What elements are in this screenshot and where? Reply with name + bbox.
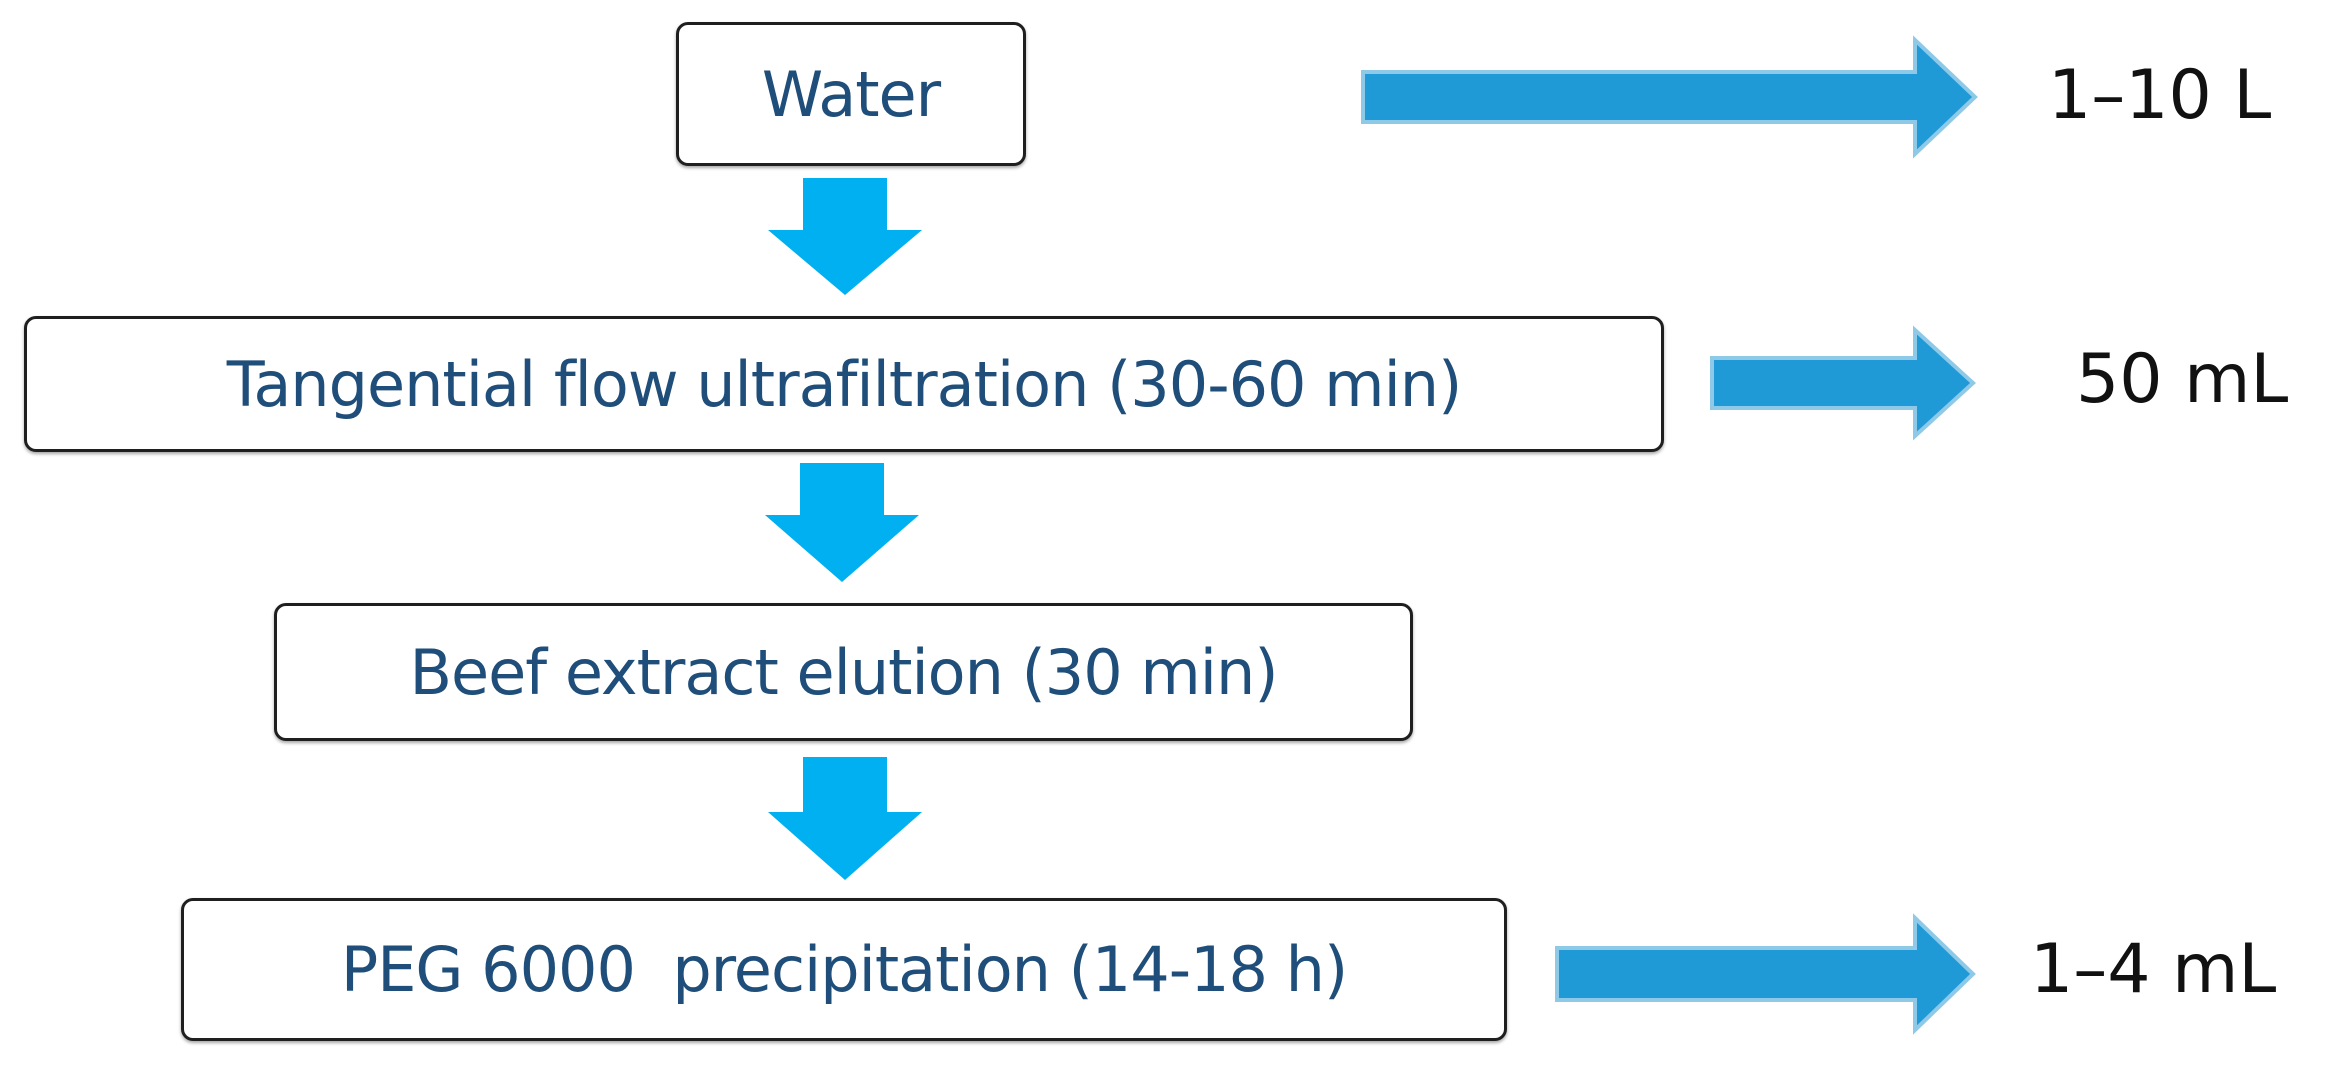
down-arrow-2 — [765, 463, 919, 582]
step-label-precipitation: PEG 6000 precipitation (14-18 h) — [340, 933, 1348, 1006]
step-box-elution: Beef extract elution (30 min) — [274, 603, 1413, 741]
volume-label-ultrafiltration: 50 mL — [2076, 340, 2289, 419]
volume-label-precipitation: 1–4 mL — [2030, 930, 2277, 1009]
down-arrow-1 — [768, 178, 922, 295]
right-arrow-3 — [1555, 913, 1976, 1035]
volume-label-water: 1–10 L — [2048, 56, 2272, 135]
step-box-ultrafiltration: Tangential flow ultrafiltration (30-60 m… — [24, 316, 1664, 452]
step-box-precipitation: PEG 6000 precipitation (14-18 h) — [181, 898, 1507, 1041]
step-label-water: Water — [761, 57, 941, 131]
step-label-ultrafiltration: Tangential flow ultrafiltration (30-60 m… — [226, 347, 1463, 421]
step-label-elution: Beef extract elution (30 min) — [409, 635, 1278, 709]
right-arrow-1 — [1361, 35, 1978, 159]
down-arrow-3 — [768, 757, 922, 880]
step-box-water: Water — [676, 22, 1026, 166]
right-arrow-2 — [1710, 325, 1976, 441]
